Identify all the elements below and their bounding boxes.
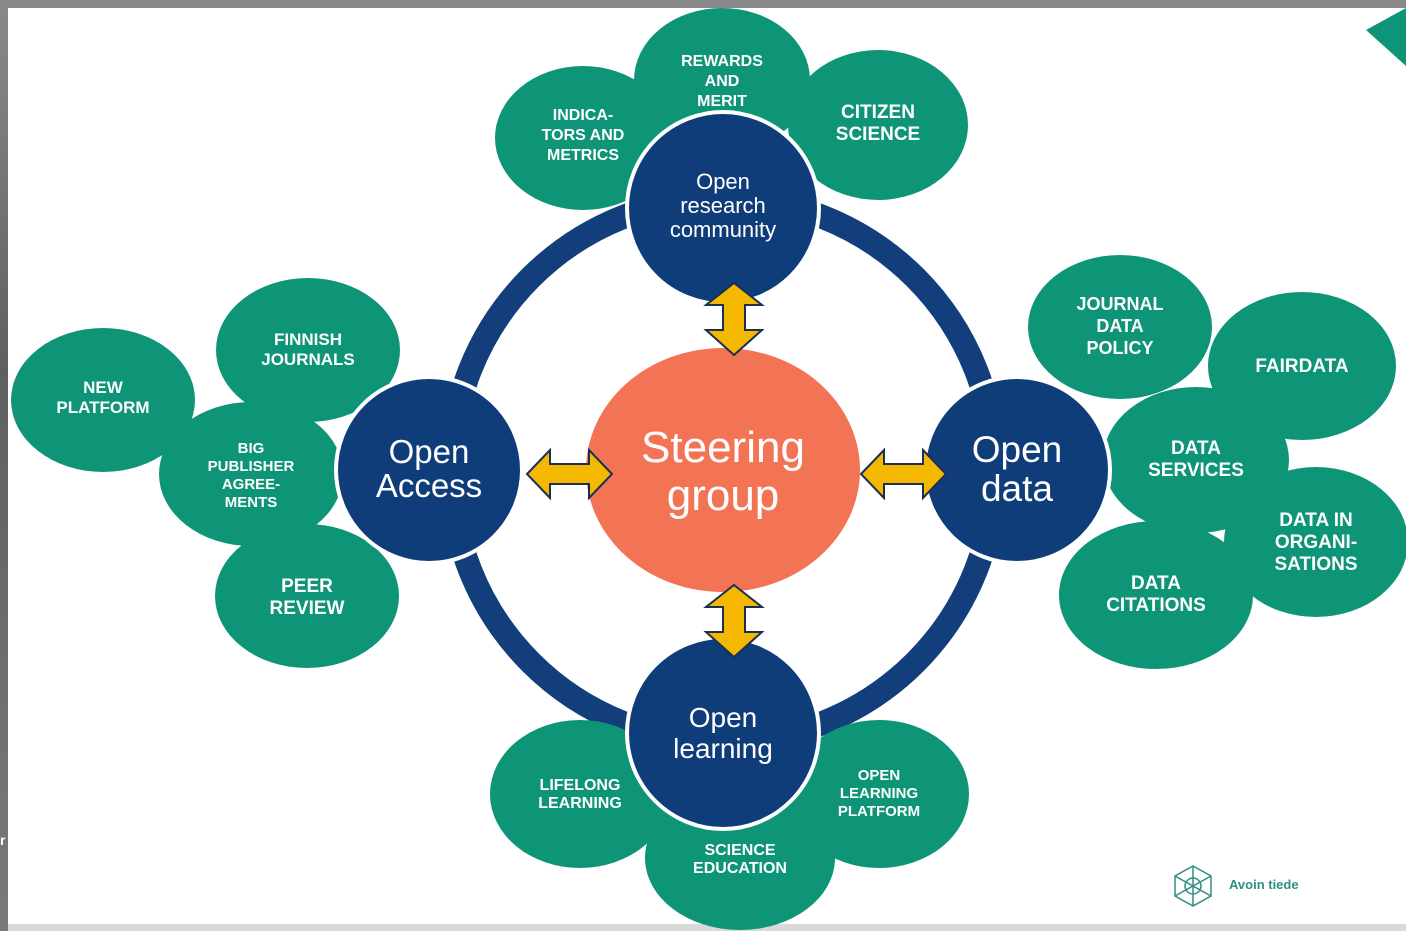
slide-bottom-edge: [8, 924, 1406, 931]
arrow-center-learning: [703, 583, 765, 659]
brand-name: Avoin tiede: [1229, 877, 1299, 892]
satellite-fairdata: FAIRDATA: [1208, 292, 1396, 440]
arrow-center-data: [859, 447, 948, 501]
arrow-center-research: [703, 281, 765, 357]
svg-text:FAIRDATA: FAIRDATA: [1255, 356, 1349, 377]
arrow-center-access: [525, 447, 614, 501]
avoin-tiede-logo-icon: [1174, 865, 1212, 907]
corner-accent: [1366, 8, 1406, 66]
edge-text: r: [0, 832, 6, 848]
